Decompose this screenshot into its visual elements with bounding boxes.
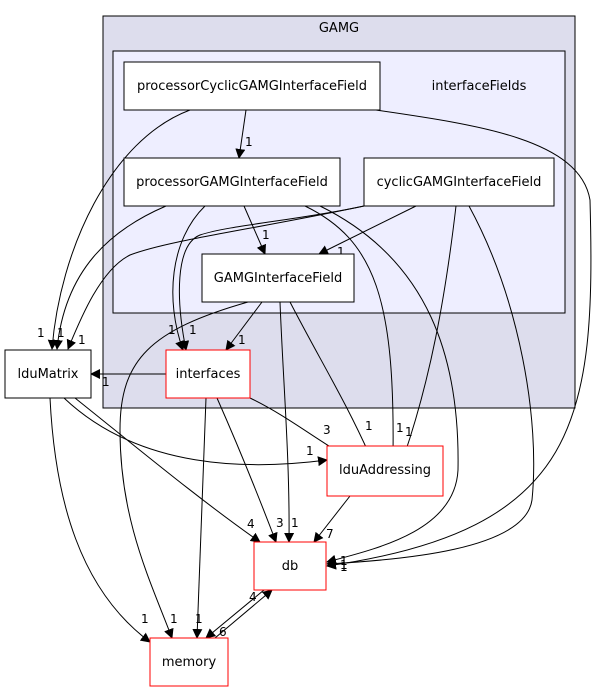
node-label: interfaces <box>176 367 241 382</box>
edge-label-gamgInterface-memory: 1 <box>170 612 178 626</box>
edge-label-interfaces-lduAddressing: 3 <box>323 423 331 437</box>
cluster-interface-fields-label: interfaceFields <box>432 79 527 94</box>
node-box <box>253 541 327 591</box>
edge-label-processorGAMG-lduAddressing: 1 <box>396 421 404 435</box>
node-interfaces[interactable]: interfaces <box>165 349 251 399</box>
node-label: db <box>282 559 299 574</box>
edge-processorCyclic-processorGAMG <box>235 109 247 159</box>
edge-gamgInterface-lduAddressing <box>289 301 371 457</box>
edge-label-processorGAMG-gamgInterface: 1 <box>262 228 270 242</box>
edge-processorGAMG-interfaces <box>172 205 206 351</box>
node-box <box>363 157 555 207</box>
node-box <box>123 61 381 111</box>
edge-label-interfaces-lduMatrix: 1 <box>102 375 110 389</box>
edge-gamgInterface-memory <box>119 301 249 639</box>
node-box <box>4 349 92 399</box>
edge-lduMatrix-db <box>74 397 261 543</box>
node-processor-cyclic-gamg-interface-field[interactable]: processorCyclicGAMGInterfaceField <box>123 61 381 111</box>
edge-label-processorGAMG-db: 1 <box>340 554 348 568</box>
cluster-gamg-label: GAMG <box>319 21 359 36</box>
edge-interfaces-db <box>216 397 278 543</box>
edge-processorGAMG-db <box>319 205 459 565</box>
edge-processorCyclic-lduMatrix <box>47 109 191 350</box>
edge-processorGAMG-lduAddressing <box>304 205 399 457</box>
edge-interfaces-memory <box>192 397 207 639</box>
edge-label-interfaces-db: 3 <box>276 516 284 530</box>
node-db[interactable]: db <box>253 541 327 591</box>
edge-label-cyclicGAMG-lduMatrix: 1 <box>78 333 86 347</box>
node-ldu-addressing[interactable]: lduAddressing <box>326 445 444 497</box>
edge-processorGAMG-gamgInterface <box>243 205 266 255</box>
edge-label-lduAddressing-db: 7 <box>326 527 334 541</box>
node-box <box>165 349 251 399</box>
node-label: memory <box>162 655 217 670</box>
edges-layer: 1 1 1 1 1 1 1 1 1 1 1 1 1 1 1 1 1 <box>37 109 592 643</box>
node-label: lduAddressing <box>339 463 431 478</box>
edge-cyclicGAMG-gamgInterface <box>318 205 417 255</box>
edge-lduMatrix-lduAddressing <box>63 397 328 467</box>
edge-label-cyclicGAMG-interfaces: 1 <box>189 323 197 337</box>
edge-gamgInterface-interfaces <box>225 301 263 351</box>
edge-cyclicGAMG-lduAddressing <box>402 205 457 457</box>
edge-cyclicGAMG-lduMatrix <box>66 205 365 350</box>
node-label: cyclicGAMGInterfaceField <box>377 175 542 190</box>
node-box <box>149 637 229 687</box>
node-box <box>326 445 444 497</box>
edge-label-processorCyclic-lduMatrix: 1 <box>37 326 45 340</box>
edge-label-memory-db: 4 <box>249 590 257 604</box>
edge-gamgInterface-db <box>279 301 295 543</box>
nodes-layer: processorCyclicGAMGInterfaceField proces… <box>4 61 555 687</box>
edge-label-processorGAMG-lduMatrix: 1 <box>57 326 65 340</box>
edge-label-cyclicGAMG-lduAddressing: 1 <box>405 425 413 439</box>
edge-label-gamgInterface-db: 1 <box>291 516 299 530</box>
edge-label-cyclicGAMG-gamgInterface: 1 <box>337 245 345 259</box>
node-memory[interactable]: memory <box>149 637 229 687</box>
node-cyclic-gamg-interface-field[interactable]: cyclicGAMGInterfaceField <box>363 157 555 207</box>
edge-label-lduMatrix-db: 4 <box>247 517 255 531</box>
edge-db-memory <box>205 589 265 639</box>
edge-label-lduMatrix-memory: 1 <box>141 612 149 626</box>
node-ldu-matrix[interactable]: lduMatrix <box>4 349 92 399</box>
edge-label-processorGAMG-interfaces: 1 <box>168 323 176 337</box>
edge-lduAddressing-db <box>313 495 351 543</box>
edge-lduMatrix-memory <box>49 397 151 643</box>
node-label: processorGAMGInterfaceField <box>136 175 328 190</box>
edge-label-gamgInterface-lduAddressing: 1 <box>365 419 373 433</box>
node-processor-gamg-interface-field[interactable]: processorGAMGInterfaceField <box>123 157 341 207</box>
node-box <box>201 253 355 303</box>
edge-cyclicGAMG-interfaces <box>178 205 365 351</box>
edge-processorCyclic-db <box>326 109 592 570</box>
node-label: processorCyclicGAMGInterfaceField <box>137 79 367 94</box>
edge-label-cyclicGAMG-db: 1 <box>340 558 348 572</box>
node-gamg-interface-field[interactable]: GAMGInterfaceField <box>201 253 355 303</box>
edge-cyclicGAMG-db <box>326 205 535 569</box>
node-box <box>123 157 341 207</box>
node-label: lduMatrix <box>17 367 78 382</box>
node-label: GAMGInterfaceField <box>214 271 342 286</box>
edge-processorGAMG-lduMatrix <box>52 205 167 350</box>
edge-label-lduMatrix-lduAddressing: 1 <box>306 444 314 458</box>
edge-label-processorCyclic-db: 1 <box>340 560 348 574</box>
edge-memory-db <box>214 589 273 639</box>
edge-label-interfaces-memory: 1 <box>195 612 203 626</box>
edge-label-processorCyclic-processorGAMG: 1 <box>245 135 253 149</box>
edge-label-gamgInterface-interfaces: 1 <box>238 333 246 347</box>
